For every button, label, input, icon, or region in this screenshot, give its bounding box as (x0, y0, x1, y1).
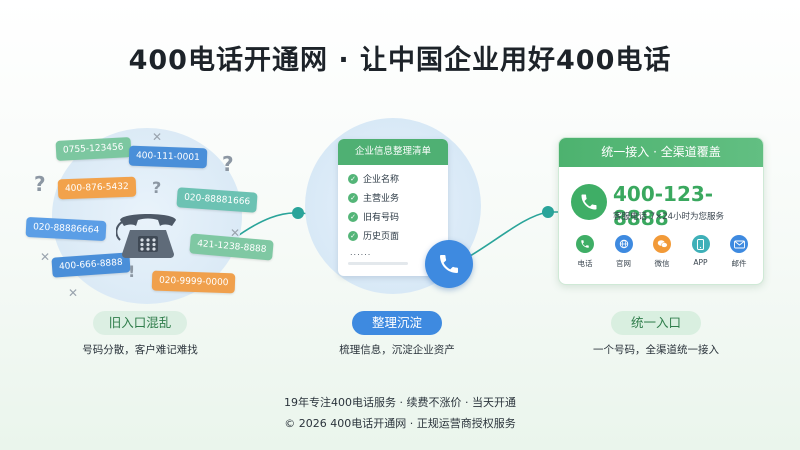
channel-label: 微信 (654, 259, 670, 268)
channel-app: APP (683, 235, 719, 269)
connector-node-right (542, 206, 554, 218)
pill-unified: 统一入口 (611, 311, 701, 335)
checklist-item: ✓主营业务 (338, 188, 448, 207)
telephone-icon (116, 214, 176, 258)
channel-list: 电话 官网 微信 APP 邮件 (567, 235, 757, 269)
cross-mark-icon: ✕ (152, 130, 163, 144)
number-tag: 400-111-0001 (128, 145, 208, 169)
channel-website: 官网 (606, 235, 642, 269)
question-mark-icon: ? (152, 178, 162, 197)
footer-slogan: 19年专注400电话服务 · 续费不涨价 · 当天开通 (284, 396, 516, 409)
footer-copyright: © 2026 400电话开通网 · 正规运营商授权服务 (284, 417, 516, 430)
number-tag: 020-9999-0000 (151, 270, 236, 294)
hotline-number: 400-123-8888 (613, 182, 714, 230)
phone-icon (571, 184, 607, 220)
cross-mark-icon: ✕ (40, 250, 51, 264)
phone-icon (425, 240, 473, 288)
checklist-more: ...... (350, 248, 372, 257)
channel-mail: 邮件 (721, 235, 757, 269)
checklist-item: ✓企业名称 (338, 169, 448, 188)
wechat-icon (653, 235, 671, 253)
cross-mark-icon: ✕ (68, 286, 79, 300)
channel-label: APP (693, 258, 708, 267)
service-hours: 客服电话 7×24小时为您服务 (613, 212, 725, 222)
check-icon: ✓ (348, 211, 358, 222)
connector-node-left (292, 207, 304, 219)
question-mark-icon: ? (222, 152, 234, 176)
channel-label: 官网 (616, 259, 631, 268)
phone-icon (576, 235, 594, 253)
info-checklist-card: 企业信息整理清单 ✓企业名称 ✓主营业务 ✓旧有号码 ✓历史页面 ...... (338, 139, 448, 276)
check-icon: ✓ (348, 173, 358, 184)
channel-label: 电话 (577, 259, 593, 268)
unified-entry-card: 统一接入 · 全渠道覆盖 400-123-8888 客服电话 7×24小时为您服… (558, 137, 764, 285)
question-mark-icon: ! (128, 262, 136, 281)
question-mark-icon: ? (34, 172, 46, 196)
number-tag: 400-876-5432 (57, 176, 137, 200)
checklist-item: ✓旧有号码 (338, 207, 448, 226)
caption-old-entry: 号码分散，客户难记难找 (82, 344, 198, 356)
channel-wechat: 微信 (644, 235, 680, 269)
caption-unified: 一个号码，全渠道统一接入 (593, 344, 719, 356)
app-icon (691, 235, 710, 253)
check-icon: ✓ (348, 230, 358, 241)
cross-mark-icon: ✕ (230, 226, 241, 240)
page-title: 400电话开通网 · 让中国企业用好400电话 (128, 45, 672, 76)
caption-organize: 梳理信息，沉淀企业资产 (339, 344, 455, 356)
checklist-title: 企业信息整理清单 (338, 139, 448, 165)
checklist-item: ✓历史页面 (338, 226, 448, 245)
check-icon: ✓ (348, 192, 358, 203)
pill-old-entry: 旧入口混乱 (93, 311, 187, 335)
pill-organize: 整理沉淀 (352, 311, 442, 335)
placeholder-line (348, 262, 408, 265)
mail-icon (730, 235, 748, 253)
channel-phone: 电话 (567, 235, 603, 269)
connector-right (469, 211, 560, 257)
globe-icon (614, 235, 633, 253)
channel-label: 邮件 (731, 259, 747, 268)
number-tag: 0755-123456 (55, 137, 131, 161)
unified-header: 统一接入 · 全渠道覆盖 (559, 138, 763, 167)
number-tag: 020-88886664 (25, 216, 107, 242)
